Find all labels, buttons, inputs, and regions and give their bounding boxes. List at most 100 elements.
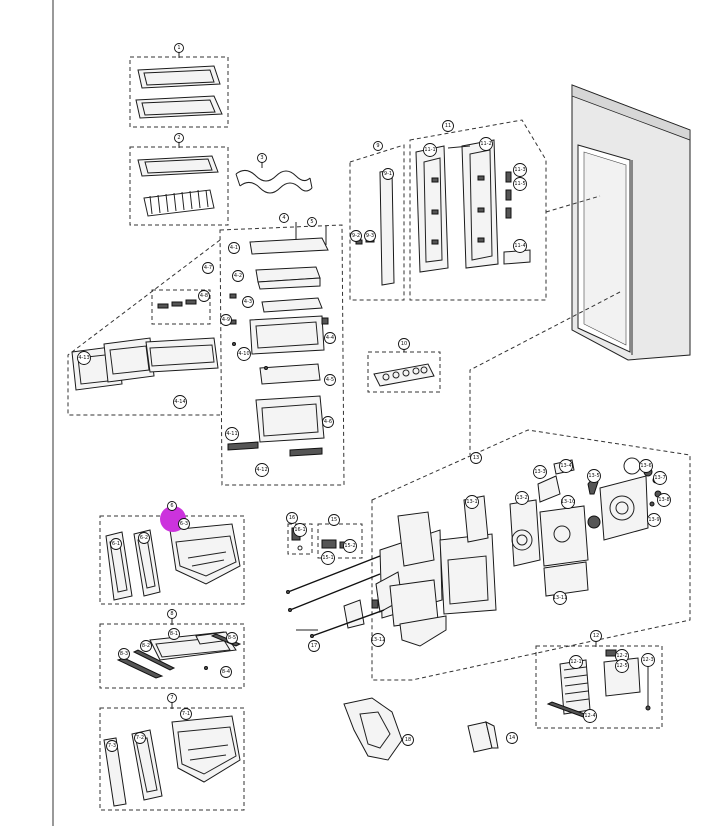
- callout-circle: [174, 43, 184, 53]
- callout-text: 4-3: [244, 299, 252, 305]
- part-18-duct: [343, 697, 403, 761]
- callout-c3: 3: [257, 153, 267, 163]
- callout-circle: [308, 640, 320, 652]
- callout-text: 8-3: [120, 651, 128, 657]
- group-12-evaporator: [535, 640, 663, 729]
- callout-text: 4-9: [222, 317, 230, 323]
- callout-c13c: 13-3: [533, 465, 547, 479]
- callout-circle: [286, 512, 298, 524]
- callout-circle: [237, 347, 251, 361]
- callout-text: 6-3: [180, 521, 188, 527]
- callout-text: 12-4: [584, 713, 595, 719]
- callout-circle: [180, 708, 192, 720]
- callout-c13g: 13-7: [653, 471, 667, 485]
- callout-c4k: 4-11: [225, 427, 239, 441]
- callout-c13e: 13-5: [587, 469, 601, 483]
- callout-c12d: 12-4: [583, 709, 597, 723]
- callout-c11c: 11-3: [513, 163, 527, 177]
- callout-circle: [307, 217, 317, 227]
- callout-c16a: 16-1: [293, 523, 307, 537]
- callout-text: 17: [311, 643, 317, 649]
- part-3-wine-rack: [235, 162, 313, 194]
- callout-c5: 5: [307, 217, 317, 227]
- callout-c11e: 11-5: [513, 177, 527, 191]
- callout-c17: 17: [308, 640, 320, 652]
- callout-text: 13: [473, 455, 479, 461]
- callout-c13l: 13-12: [371, 633, 386, 647]
- callout-circle: [398, 338, 410, 350]
- callout-c13i: 13-9: [647, 513, 661, 527]
- callout-circle: [533, 465, 547, 479]
- callout-circle: [364, 230, 376, 242]
- group-2-tray-rack: [129, 142, 229, 226]
- callout-text: 7-2: [136, 735, 144, 741]
- callout-circle: [590, 630, 602, 642]
- callout-text: 8: [170, 611, 173, 617]
- callout-text: 11-3: [514, 167, 525, 173]
- callout-text: 13-12: [371, 637, 386, 643]
- callout-circle: [653, 471, 667, 485]
- callout-text: 8-5: [228, 635, 236, 641]
- callout-circle: [324, 332, 336, 344]
- callout-circle: [174, 133, 184, 143]
- callout-c4b: 4-2: [232, 270, 244, 282]
- callout-text: 4-2: [234, 273, 242, 279]
- callout-c4f: 4-6: [322, 416, 334, 428]
- part-14-box: [467, 721, 499, 753]
- group-9-panel: [349, 144, 405, 301]
- callout-c11: 11: [442, 120, 454, 132]
- callout-text: 14: [509, 735, 515, 741]
- callout-circle: [255, 463, 269, 477]
- callout-circle: [106, 740, 118, 752]
- callout-text: 13-3: [534, 469, 545, 475]
- group-1-shelves: [129, 52, 229, 128]
- callout-c15: 15: [328, 514, 340, 526]
- callout-text: 12: [593, 633, 599, 639]
- callout-circle: [615, 659, 629, 673]
- callout-c9c: 9-3: [364, 230, 376, 242]
- callout-c8b: 8-2: [140, 640, 152, 652]
- callout-c13d: 13-4: [559, 459, 573, 473]
- callout-c8d: 8-4: [220, 666, 232, 678]
- callout-c12a: 12-1: [569, 655, 583, 669]
- callout-circle: [515, 491, 529, 505]
- callout-text: 3: [260, 155, 263, 161]
- callout-text: 11-5: [514, 181, 525, 187]
- callout-c13: 13: [470, 452, 482, 464]
- callout-text: 5: [310, 219, 313, 225]
- callout-circle: [657, 493, 671, 507]
- callout-text: 16: [289, 515, 295, 521]
- callout-text: 13-11: [553, 595, 568, 601]
- callout-c4a: 4-1: [228, 242, 240, 254]
- callout-circle: [167, 501, 177, 511]
- callout-text: 4-11: [226, 431, 237, 437]
- callout-text: 13-1: [466, 499, 477, 505]
- callout-text: 11-2: [480, 141, 491, 147]
- callout-c9a: 9-1: [382, 168, 394, 180]
- callout-text: 4-13: [78, 355, 89, 361]
- callout-c12: 12: [590, 630, 602, 642]
- callout-text: 16-1: [294, 527, 305, 533]
- callout-circle: [226, 632, 238, 644]
- callout-c13b: 13-2: [515, 491, 529, 505]
- callout-circle: [423, 143, 437, 157]
- callout-text: 9-2: [352, 233, 360, 239]
- callout-c15a: 15-1: [321, 551, 335, 565]
- callout-c4j: 4-10: [237, 347, 251, 361]
- callout-circle: [561, 495, 575, 509]
- callout-circle: [110, 538, 122, 550]
- callout-c18: 18: [402, 734, 414, 746]
- callout-circle: [647, 513, 661, 527]
- callout-c4n: 4-14: [173, 395, 187, 409]
- callout-text: 15: [331, 517, 337, 523]
- callout-circle: [293, 523, 307, 537]
- callout-circle: [350, 230, 362, 242]
- callout-circle: [228, 242, 240, 254]
- callout-text: 4: [282, 215, 285, 221]
- callout-text: 13-5: [588, 473, 599, 479]
- callout-circle: [382, 168, 394, 180]
- callout-circle: [225, 427, 239, 441]
- callout-text: 4-4: [326, 335, 334, 341]
- callout-text: 10: [401, 341, 407, 347]
